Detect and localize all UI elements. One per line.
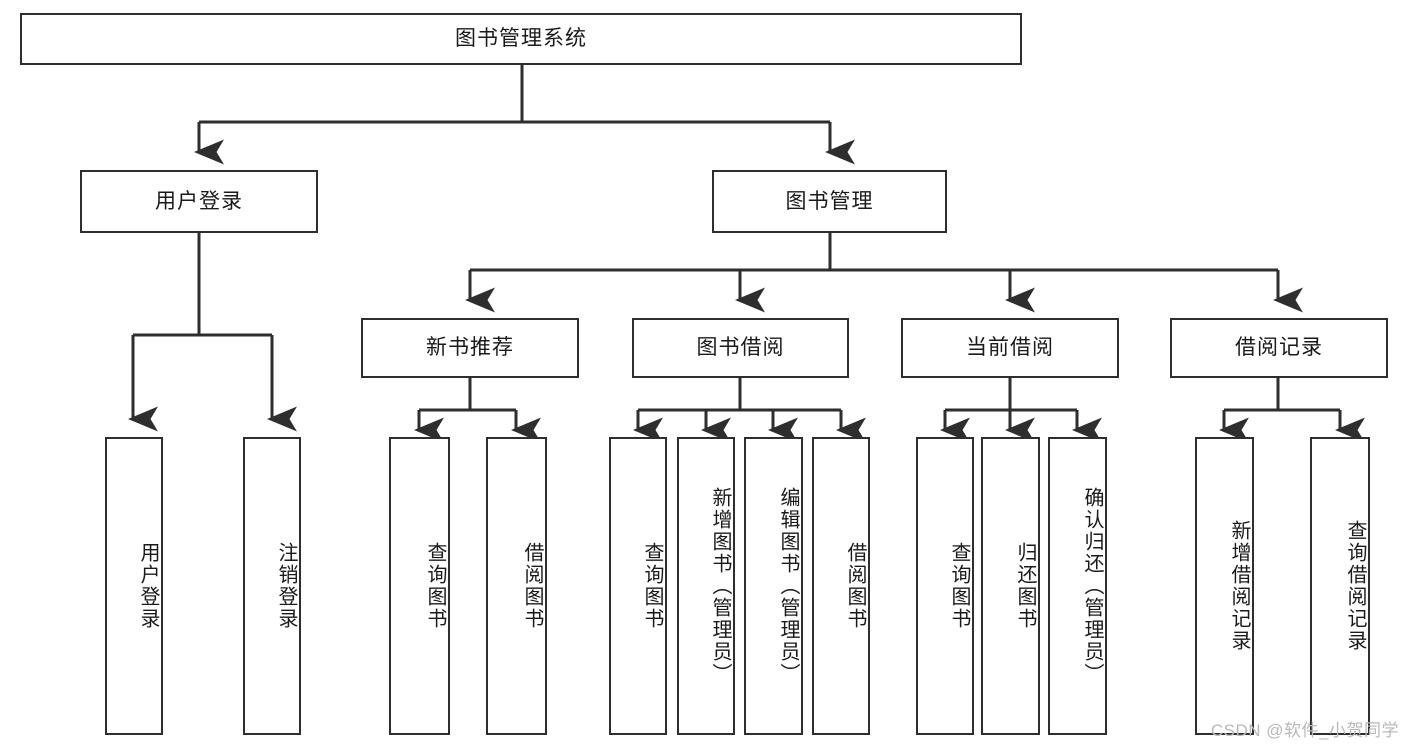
node-label: 用户登录 xyxy=(155,189,243,213)
node-label: 归还图书 xyxy=(1014,542,1036,630)
node-label: 编辑图书（管理员） xyxy=(777,487,799,685)
node-label: 查询图书 xyxy=(948,542,970,630)
node-label: 确认归还（管理员） xyxy=(1081,487,1103,685)
node-borrow-record[interactable]: 借阅记录 xyxy=(1170,318,1388,378)
node-leaf-query-book-borrow[interactable]: 查询图书 xyxy=(609,437,667,735)
node-leaf-confirm-return-admin[interactable]: 确认归还（管理员） xyxy=(1048,437,1107,735)
node-label: 用户登录 xyxy=(137,542,159,630)
node-label: 新增借阅记录 xyxy=(1228,520,1250,652)
node-book-management[interactable]: 图书管理 xyxy=(712,170,947,233)
node-leaf-query-book-current[interactable]: 查询图书 xyxy=(916,437,974,735)
node-label: 查询图书 xyxy=(424,542,446,630)
node-label: 借阅记录 xyxy=(1235,336,1323,360)
node-leaf-edit-book-admin[interactable]: 编辑图书（管理员） xyxy=(744,437,803,735)
node-label: 查询图书 xyxy=(641,542,663,630)
node-leaf-logout-login[interactable]: 注销登录 xyxy=(243,437,301,735)
node-label: 图书管理系统 xyxy=(455,27,587,51)
node-root-book-management-system[interactable]: 图书管理系统 xyxy=(20,13,1022,65)
node-leaf-add-borrow-record[interactable]: 新增借阅记录 xyxy=(1195,437,1254,735)
node-label: 借阅图书 xyxy=(844,542,866,630)
node-leaf-add-book-admin[interactable]: 新增图书（管理员） xyxy=(677,437,735,735)
node-label: 当前借阅 xyxy=(966,336,1054,360)
node-label: 图书借阅 xyxy=(696,336,785,360)
node-leaf-user-login[interactable]: 用户登录 xyxy=(105,437,163,735)
node-label: 查询借阅记录 xyxy=(1344,520,1366,652)
node-user-login[interactable]: 用户登录 xyxy=(80,170,318,233)
node-label: 新增图书（管理员） xyxy=(709,487,731,685)
node-label: 新书推荐 xyxy=(426,336,514,360)
node-label: 注销登录 xyxy=(275,542,297,630)
node-label: 图书管理 xyxy=(785,189,874,213)
node-leaf-query-borrow-record[interactable]: 查询借阅记录 xyxy=(1310,437,1370,735)
node-label: 借阅图书 xyxy=(521,542,543,630)
csdn-watermark: CSDN @软件_小贺同学 xyxy=(1210,721,1399,740)
node-leaf-query-book-recommend[interactable]: 查询图书 xyxy=(389,437,450,735)
node-book-borrow[interactable]: 图书借阅 xyxy=(632,318,849,378)
node-leaf-borrow-book-recommend[interactable]: 借阅图书 xyxy=(486,437,547,735)
node-leaf-return-book[interactable]: 归还图书 xyxy=(981,437,1040,735)
node-current-borrow[interactable]: 当前借阅 xyxy=(901,318,1119,378)
node-leaf-borrow-book[interactable]: 借阅图书 xyxy=(812,437,870,735)
node-new-book-recommend[interactable]: 新书推荐 xyxy=(361,318,579,378)
